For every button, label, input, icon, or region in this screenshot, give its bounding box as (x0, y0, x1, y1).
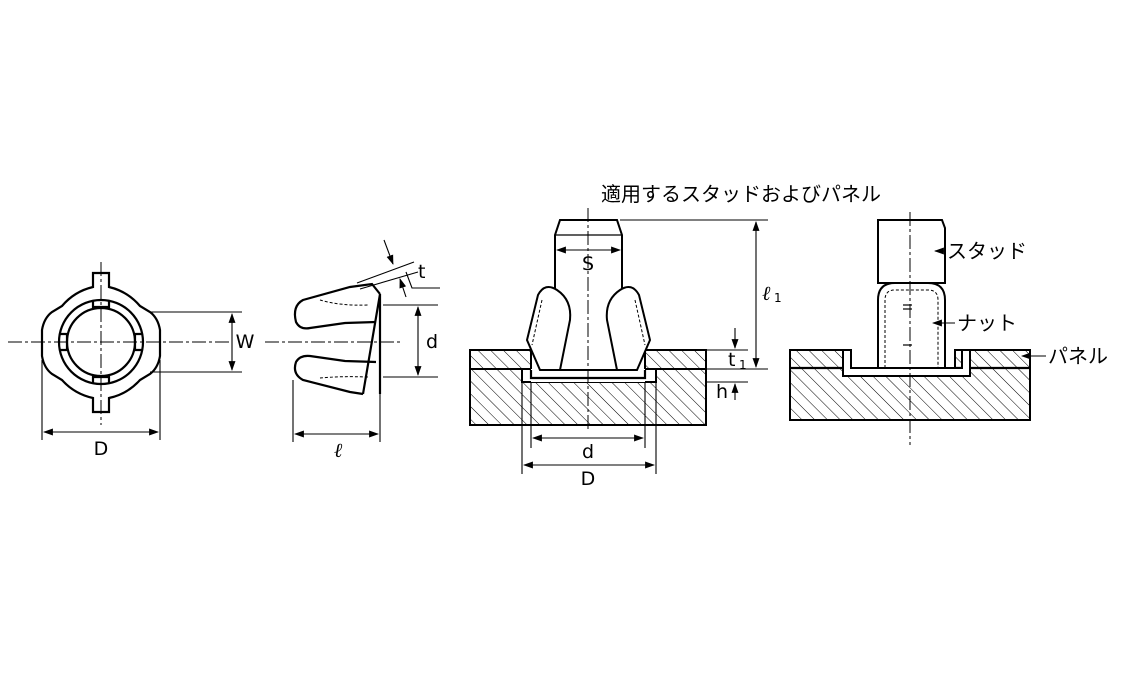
applicable-stud-panel: 適用するスタッドおよびパネル スタッド ナット パネル (601, 182, 1108, 445)
app-nut-cup (842, 349, 971, 377)
nut-label: ナット (957, 311, 1017, 335)
side-base (361, 293, 382, 395)
side-d-label: d (426, 331, 438, 353)
inst-panel-left (469, 349, 532, 370)
front-slot-right (133, 332, 142, 352)
front-D-label: D (94, 438, 109, 460)
front-slot-top (91, 300, 111, 309)
side-view: t d ℓ (265, 239, 440, 462)
side-t-arrow-2 (399, 278, 407, 298)
app-nut-hidden (884, 289, 939, 368)
inst-t1-subscript: 1 (739, 358, 747, 372)
app-nut-body (877, 282, 946, 369)
side-prong-top (293, 282, 381, 330)
panel-label: パネル (1048, 344, 1108, 368)
front-outer-outline (40, 271, 162, 414)
side-t-leader (405, 271, 440, 289)
inst-nut-hidden-right (634, 299, 646, 346)
side-l-label: ℓ (334, 438, 343, 462)
installation-section: S ℓ 1 t 1 h d D (469, 208, 782, 490)
inst-h-label: h (716, 381, 728, 403)
front-slot-left (60, 332, 69, 352)
side-t-ext-1 (356, 261, 415, 284)
front-inner-ring (57, 298, 145, 386)
app-stud (877, 219, 946, 284)
inst-t1-label: t (728, 349, 735, 371)
side-t-ext-2 (359, 271, 419, 290)
inst-l1-subscript: 1 (774, 291, 782, 305)
side-prong-bottom-hidden (319, 376, 369, 379)
front-view: D W (8, 262, 255, 460)
side-t-arrow-1 (383, 239, 394, 265)
front-W-label: W (236, 331, 255, 353)
stud-label: スタッド (947, 239, 1027, 263)
inst-d-label: d (582, 441, 594, 463)
side-t-label: t (418, 261, 425, 283)
inst-nut-prong-right (605, 285, 652, 371)
front-slot-bottom (91, 375, 111, 384)
inst-D-label: D (581, 468, 596, 490)
inst-nut-hidden-left (531, 299, 543, 346)
inst-panel-right (644, 349, 707, 370)
inst-l1-label: ℓ (762, 281, 771, 305)
side-prong-bottom (293, 354, 377, 396)
side-prong-top-hidden (319, 299, 369, 306)
inst-S-label: S (582, 253, 594, 275)
applicable-title: 適用するスタッドおよびパネル (601, 182, 881, 206)
inst-nut-prong-left (525, 285, 572, 371)
